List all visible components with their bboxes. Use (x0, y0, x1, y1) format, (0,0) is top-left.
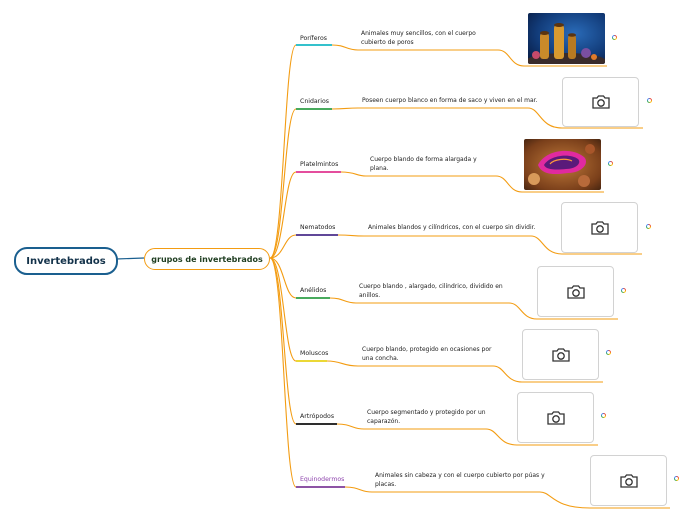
connector-desc-img-7 (485, 428, 598, 446)
connector-desc-img-4 (530, 235, 642, 255)
group-node[interactable]: grupos de invertebrados (144, 248, 270, 270)
google-icon[interactable] (646, 224, 651, 229)
camera-icon (551, 347, 570, 362)
connector-group-artropodos (269, 257, 297, 425)
google-icon[interactable] (606, 350, 611, 355)
connector-desc-img-2 (527, 107, 643, 129)
category-poriferos[interactable]: Poríferos (300, 35, 327, 42)
camera-icon (619, 473, 638, 488)
connector-group-poriferos (269, 44, 297, 259)
root-label: Invertebrados (26, 255, 106, 267)
image-placeholder-nematodos[interactable] (561, 202, 638, 253)
description-poriferos[interactable]: Animales muy sencillos, con el cuerpo cu… (361, 30, 476, 46)
description-moluscos[interactable]: Cuerpo blando, protegido en ocasiones po… (362, 346, 492, 362)
connector-desc-img-1 (497, 49, 607, 67)
category-nematodos[interactable]: Nematodos (300, 224, 336, 231)
camera-icon (566, 284, 585, 299)
description-anelidos[interactable]: Cuerpo blando , alargado, cilíndrico, di… (359, 283, 503, 299)
image-placeholder-anelidos[interactable] (537, 266, 614, 317)
camera-icon (590, 220, 609, 235)
category-cnidarios[interactable]: Cnidarios (300, 98, 329, 105)
image-placeholder-equinodermos[interactable] (590, 455, 667, 506)
connector-group-anelidos (269, 257, 297, 299)
connector-desc-img-8 (539, 491, 670, 509)
google-icon[interactable] (608, 161, 613, 166)
image-placeholder-cnidarios[interactable] (562, 77, 639, 127)
connector-desc-img-3 (495, 175, 604, 193)
connector-group-nematodos (269, 234, 297, 259)
flatworm-photo[interactable] (524, 139, 601, 190)
root-node[interactable]: Invertebrados (14, 247, 118, 275)
google-icon[interactable] (647, 98, 652, 103)
google-icon[interactable] (601, 413, 606, 418)
category-artropodos[interactable]: Artrópodos (300, 413, 335, 420)
connector-cat-desc-7 (336, 423, 486, 430)
connector-cat-desc-4 (337, 234, 531, 237)
connector-group-equinodermos (269, 257, 297, 488)
category-platelmintos[interactable]: Platelmintos (300, 161, 339, 168)
connector-desc-img-6 (492, 365, 603, 383)
category-anelidos[interactable]: Anélidos (300, 287, 327, 294)
description-platelmintos[interactable]: Cuerpo blando de forma alargada y plana. (370, 156, 477, 172)
connector-cat-desc-8 (344, 486, 540, 493)
description-artropodos[interactable]: Cuerpo segmentado y protegido por un cap… (367, 409, 486, 425)
connector-cat-desc-3 (340, 171, 496, 177)
connector-group-platelmintos (269, 171, 297, 259)
group-label: grupos de invertebrados (151, 254, 263, 264)
description-nematodos[interactable]: Animales blandos y cilíndricos, con el c… (368, 224, 536, 231)
camera-icon (546, 410, 565, 425)
sponge-photo[interactable] (528, 13, 605, 64)
connector-group-cnidarios (269, 108, 297, 259)
google-icon[interactable] (674, 476, 679, 481)
image-placeholder-moluscos[interactable] (522, 329, 599, 380)
description-equinodermos[interactable]: Animales sin cabeza y con el cuerpo cubi… (375, 472, 545, 488)
connector-root-group (115, 257, 145, 260)
connector-cat-desc-6 (326, 360, 493, 367)
category-moluscos[interactable]: Moluscos (300, 350, 329, 357)
connector-cat-desc-1 (331, 44, 498, 51)
connector-group-moluscos (269, 257, 297, 362)
image-placeholder-artropodos[interactable] (517, 392, 594, 443)
camera-icon (591, 95, 610, 109)
description-cnidarios[interactable]: Poseen cuerpo blanco en forma de saco y … (362, 97, 538, 104)
category-equinodermos[interactable]: Equinodermos (300, 476, 345, 483)
google-icon[interactable] (612, 35, 617, 40)
connector-cat-desc-5 (329, 297, 509, 304)
connector-desc-img-5 (508, 302, 618, 320)
connector-cat-desc-2 (331, 107, 528, 110)
google-icon[interactable] (621, 288, 626, 293)
